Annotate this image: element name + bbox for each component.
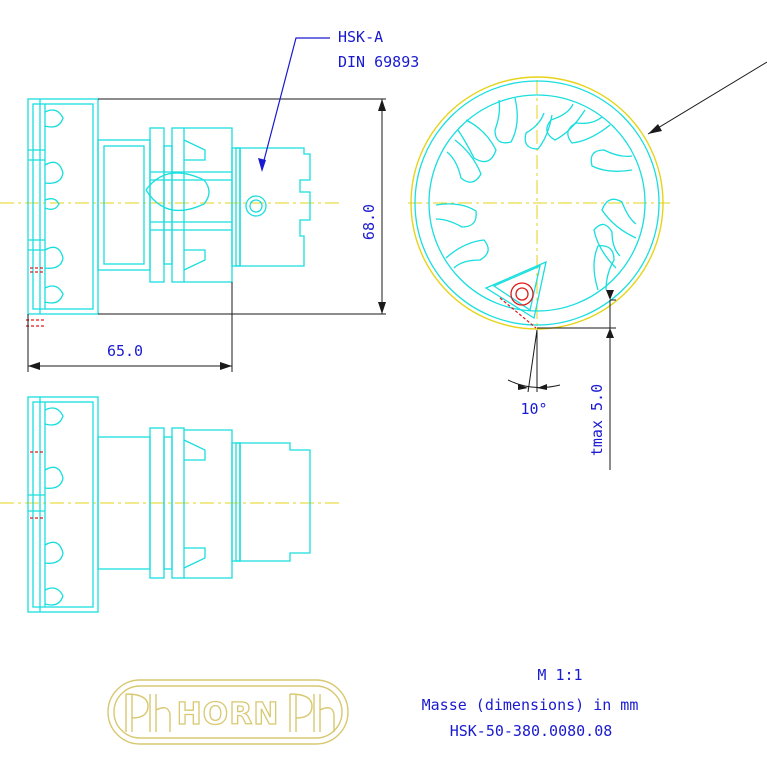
- side-view-bottom: [0, 396, 340, 613]
- cutter-teeth: [435, 97, 637, 291]
- length-label: 65.0: [107, 342, 143, 360]
- title-block: M 1:1 Masse (dimensions) in mm HSK-50-38…: [422, 666, 639, 740]
- horn-logo: HORN: [107, 679, 349, 745]
- depth-label: tmax 5.0: [588, 384, 606, 456]
- cutting-circle: [410, 76, 664, 330]
- diameter-label: 68.0: [360, 204, 378, 240]
- interface-name-label: HSK-A: [338, 28, 383, 46]
- cutter-head-bottom: [27, 396, 99, 613]
- cutting-insert: [484, 260, 547, 329]
- dimension-angle: 10°: [507, 329, 561, 418]
- shank-top: [97, 127, 311, 283]
- interface-standard-label: DIN 69893: [338, 53, 419, 71]
- scale-label: M 1:1: [537, 666, 582, 684]
- units-label: Masse (dimensions) in mm: [422, 696, 639, 714]
- front-view: 10° tmax 5.0: [408, 61, 767, 470]
- ph-monogram-icon-right: [289, 693, 335, 732]
- part-number-label: HSK-50-380.0080.08: [450, 722, 613, 740]
- shank-bottom: [97, 427, 311, 579]
- dimension-diameter: 68.0: [98, 98, 386, 315]
- side-view-top: 68.0 65.0 HSK-A DIN 69893: [0, 28, 419, 372]
- dimension-depth: tmax 5.0: [537, 290, 616, 470]
- outer-circle: [414, 80, 660, 326]
- dimension-length: 65.0: [27, 282, 233, 372]
- cutter-head-top: [26, 98, 99, 327]
- ph-monogram-icon: [125, 693, 171, 732]
- logo-text: HORN: [177, 697, 280, 732]
- hsk-leader: HSK-A DIN 69893: [258, 28, 419, 172]
- angle-label: 10°: [520, 400, 547, 418]
